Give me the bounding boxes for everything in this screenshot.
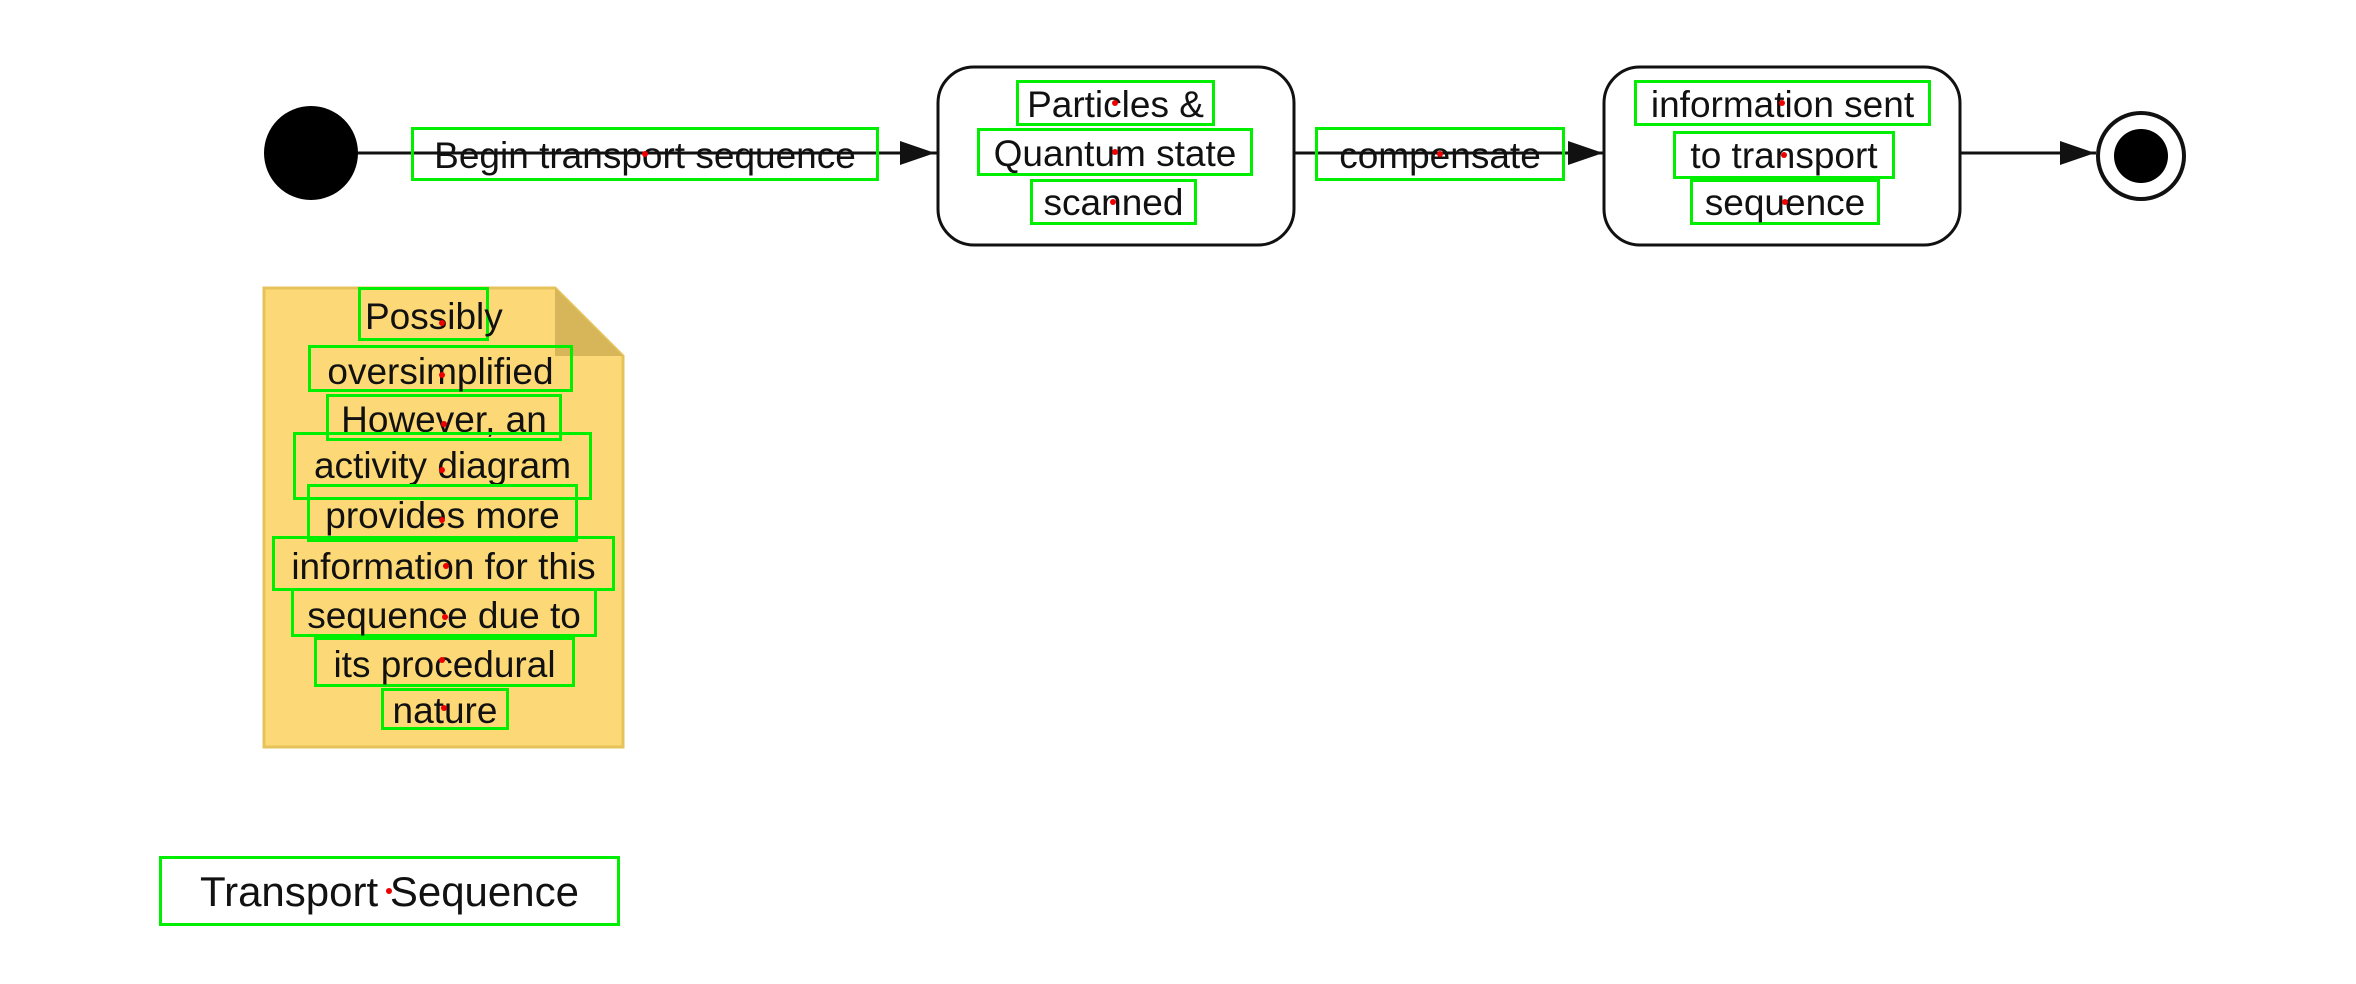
marker-dot bbox=[1110, 199, 1116, 205]
marker-dot bbox=[1779, 100, 1785, 106]
state-particles-scanned bbox=[936, 65, 1296, 247]
note-line-2: oversimplified bbox=[308, 345, 573, 392]
marker-dot bbox=[441, 421, 447, 427]
marker-dot bbox=[442, 614, 448, 620]
marker-dot bbox=[642, 151, 648, 157]
note-line-4: activity diagram bbox=[293, 432, 592, 500]
marker-dot bbox=[443, 563, 449, 569]
marker-dot bbox=[1781, 152, 1787, 158]
marker-dot bbox=[1782, 199, 1788, 205]
marker-dot bbox=[439, 517, 445, 523]
marker-dot bbox=[439, 320, 445, 326]
note-line-7: sequence due to bbox=[291, 588, 597, 637]
marker-dot bbox=[386, 888, 392, 894]
marker-dot bbox=[439, 372, 445, 378]
initial-node bbox=[264, 106, 358, 200]
note-line-5: provides more bbox=[307, 484, 578, 542]
marker-dot bbox=[1437, 151, 1443, 157]
state-1-line-3: scanned bbox=[1030, 179, 1197, 225]
note-line-8: its procedural bbox=[314, 637, 575, 687]
arrowhead-2 bbox=[1568, 141, 1603, 165]
marker-dot bbox=[439, 657, 445, 663]
marker-dot bbox=[441, 705, 447, 711]
arrowhead-1 bbox=[900, 141, 935, 165]
note-line-3: However, an bbox=[326, 394, 562, 441]
marker-dot bbox=[1112, 149, 1118, 155]
note-fold bbox=[555, 288, 623, 356]
arrowhead-3 bbox=[2060, 141, 2095, 165]
marker-dot bbox=[439, 467, 445, 473]
final-node-core bbox=[2114, 129, 2168, 183]
note-line-1: Possibly bbox=[358, 287, 503, 341]
marker-dot bbox=[1112, 100, 1118, 106]
